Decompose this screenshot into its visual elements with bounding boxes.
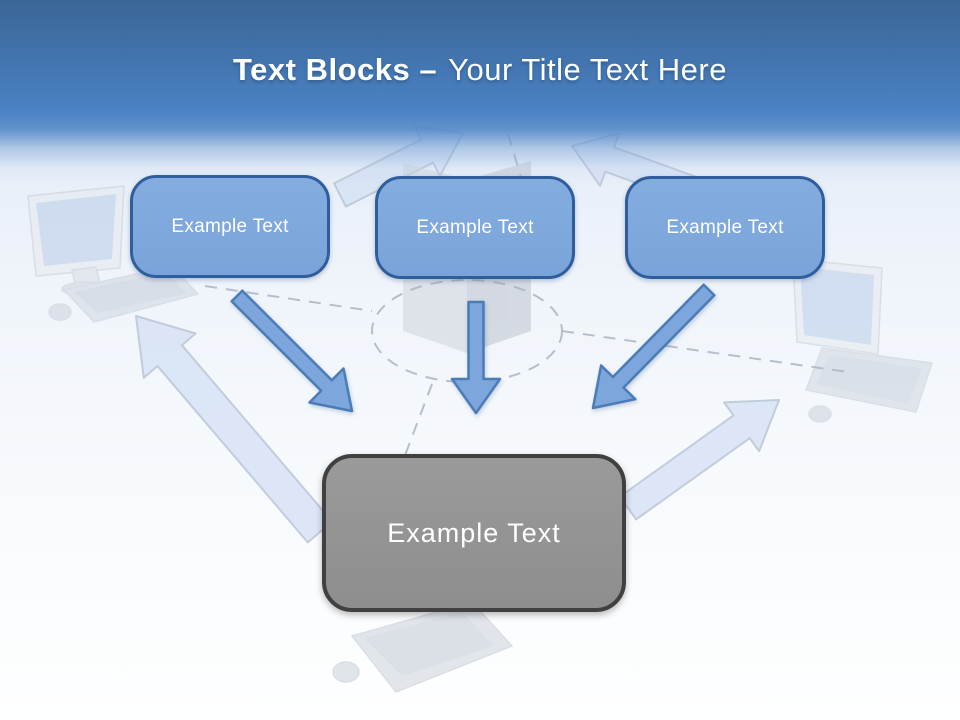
text-block-1[interactable]: Example Text — [130, 175, 330, 278]
dashed-link-bottom — [403, 383, 433, 459]
connector-arrow-left-icon[interactable] — [230, 289, 354, 413]
text-block-result-label: Example Text — [387, 517, 561, 548]
workstation-right-icon — [792, 258, 933, 423]
workstation-bottom-icon — [332, 601, 514, 693]
workstation-left-icon — [27, 185, 200, 323]
faded-arrow-left-icon — [135, 315, 334, 544]
text-block-1-label: Example Text — [171, 215, 289, 237]
text-block-result[interactable]: Example Text — [322, 454, 626, 612]
connector-arrow-right-icon[interactable] — [591, 283, 716, 410]
faded-arrow-right-icon — [618, 399, 780, 521]
connector-arrow-middle-icon[interactable] — [450, 300, 502, 415]
dashed-link-left — [204, 285, 373, 312]
text-block-2[interactable]: Example Text — [375, 176, 575, 279]
dashed-link-right — [561, 330, 849, 373]
text-block-2-label: Example Text — [416, 216, 534, 238]
text-block-3-label: Example Text — [666, 216, 784, 238]
text-block-3[interactable]: Example Text — [625, 176, 825, 279]
